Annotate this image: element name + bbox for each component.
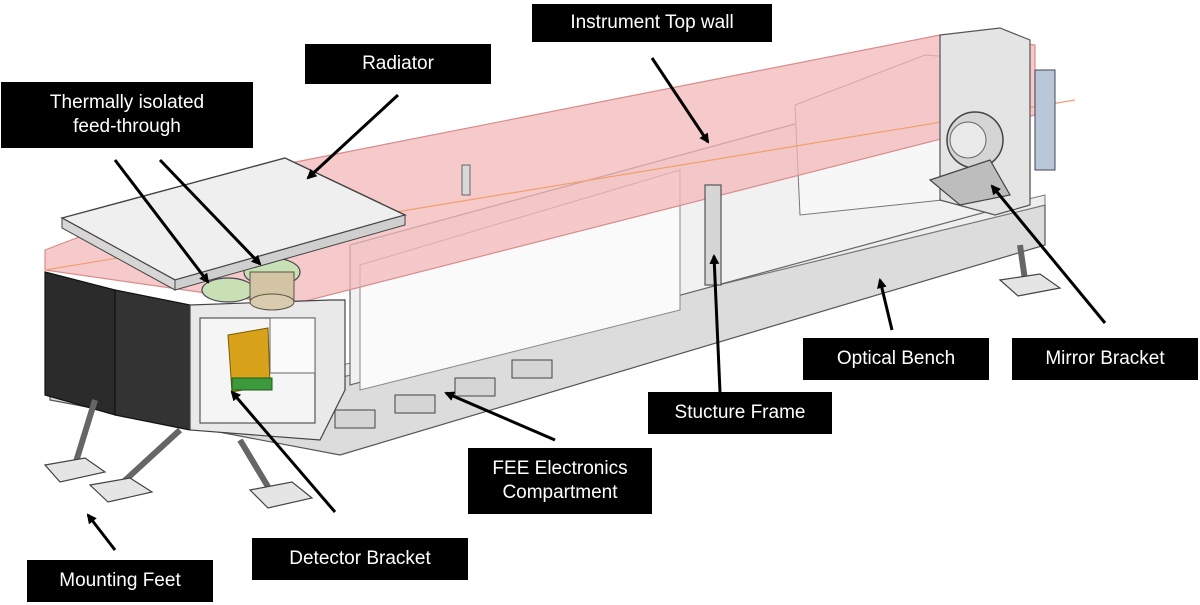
label-radiator-text: Radiator <box>362 53 434 74</box>
mounting-foot-1 <box>43 457 107 483</box>
small-post <box>461 164 471 196</box>
end-plate-bar <box>1034 69 1056 171</box>
mounting-foot-3 <box>248 481 314 509</box>
label-detector-bracket-text: Detector Bracket <box>289 548 431 569</box>
feedthrough-left <box>201 277 255 303</box>
label-fee-compartment: FEE Electronics Compartment <box>468 448 652 514</box>
detector-inner-panel <box>269 317 316 374</box>
electronics-block <box>44 271 116 416</box>
arrow-fee <box>444 391 556 442</box>
label-mirror-bracket-text: Mirror Bracket <box>1045 348 1165 369</box>
foot-leg-2 <box>117 427 183 488</box>
arrow-feedthrough-left <box>113 159 210 284</box>
label-feedthrough-line1: Thermally isolated <box>49 92 205 113</box>
foot-leg-3 <box>237 438 273 492</box>
arrow-feedthrough-right <box>158 158 262 266</box>
label-optical-bench: Optical Bench <box>803 338 989 380</box>
arrow-mirror-bracket <box>990 184 1107 324</box>
label-optical-bench-text: Optical Bench <box>836 348 956 369</box>
label-radiator: Radiator <box>305 44 491 84</box>
arrow-mounting-feet <box>86 513 117 551</box>
radiator-edge-2 <box>174 214 406 291</box>
foot-leg-4 <box>1017 244 1028 281</box>
label-mounting-feet: Mounting Feet <box>27 560 213 602</box>
connector-3 <box>454 377 496 397</box>
arrow-structure-frame <box>709 254 722 393</box>
label-mirror-bracket: Mirror Bracket <box>1012 338 1198 380</box>
structure-frame <box>704 184 722 286</box>
connector-1 <box>334 409 376 429</box>
label-fee-line1: FEE Electronics <box>492 458 628 479</box>
label-feedthrough-line2: feed-through <box>73 116 181 137</box>
label-feedthrough: Thermally isolated feed-through <box>1 82 253 148</box>
arrow-optical-bench <box>877 278 894 331</box>
arrow-radiator <box>306 93 400 180</box>
mounting-foot-4 <box>998 273 1062 297</box>
mirror-inner <box>949 121 987 159</box>
label-instrument-top-wall: Instrument Top wall <box>532 4 772 42</box>
connector-4 <box>511 359 553 379</box>
label-mounting-feet-text: Mounting Feet <box>59 570 181 591</box>
label-structure-frame: Stucture Frame <box>648 392 832 434</box>
feedthrough-right-base <box>249 293 295 311</box>
foot-leg-1 <box>72 399 98 466</box>
detector-pcb <box>231 377 273 391</box>
mirror-bracket <box>928 159 1011 206</box>
label-instrument-top-wall-text: Instrument Top wall <box>570 12 734 33</box>
electronics-block-2 <box>114 289 191 431</box>
label-structure-frame-text: Stucture Frame <box>674 402 806 423</box>
arrow-detector-bracket <box>230 390 337 513</box>
connector-2 <box>394 394 436 414</box>
mounting-foot-2 <box>88 477 154 503</box>
arrow-top-wall <box>650 57 710 144</box>
label-fee-line2: Compartment <box>502 482 618 503</box>
label-detector-bracket: Detector Bracket <box>252 538 468 580</box>
